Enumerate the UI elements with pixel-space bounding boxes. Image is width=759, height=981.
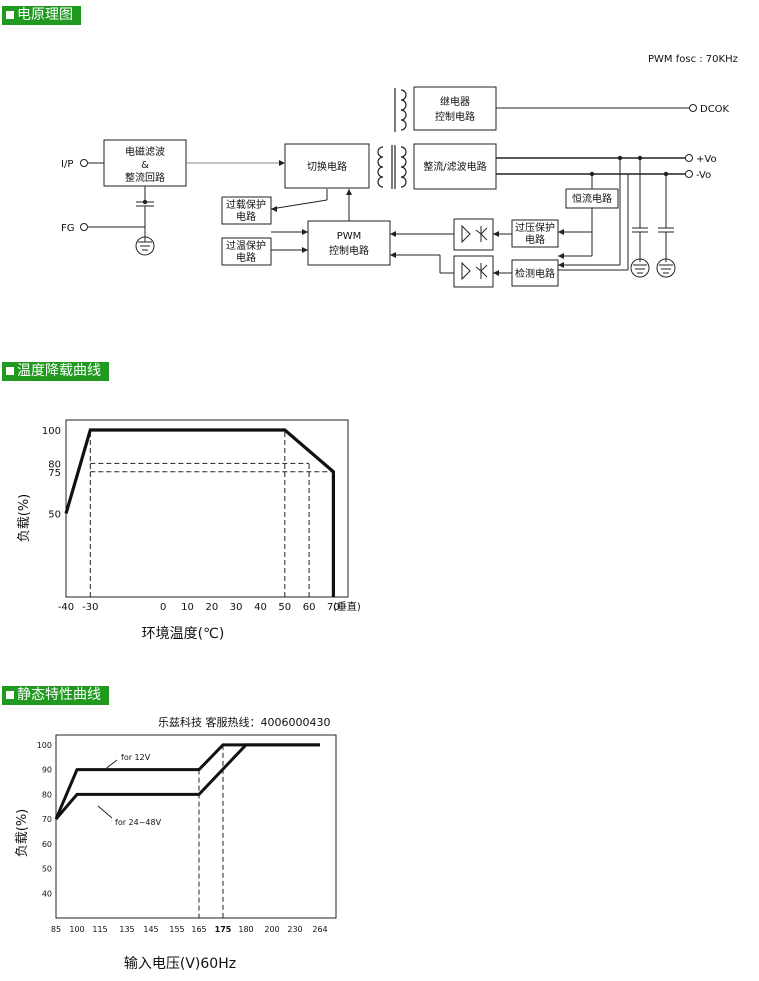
- otp-block: [221, 237, 272, 266]
- relay-label-2: 控制电路: [435, 110, 475, 123]
- olp-label-1: 过载保护: [226, 198, 266, 211]
- y-tick-label: 100: [37, 741, 52, 750]
- curve-24-48v: [54, 743, 320, 821]
- section-tag-static: 静态特性曲线: [2, 686, 109, 705]
- emi-label-3: 整流回路: [125, 171, 165, 184]
- bullet-square-icon: [6, 11, 14, 19]
- x-tick-label: 50: [278, 602, 291, 613]
- bullet-square-icon: [6, 367, 14, 375]
- x-tick-label: 165: [191, 925, 206, 934]
- section-title: 静态特性曲线: [17, 687, 101, 703]
- x-tick-label: 155: [169, 925, 184, 934]
- otp-label-2: 电路: [236, 251, 256, 264]
- x-tick-label: 135: [119, 925, 134, 934]
- rectfilter-block: [413, 143, 497, 190]
- port-vo-pos-label: +Vo: [696, 154, 717, 165]
- y-tick-label: 80: [48, 459, 61, 470]
- y-axis-label: 负载(%): [15, 809, 30, 858]
- y-tick-label: 50: [42, 865, 52, 874]
- series-label-24-48v: for 24~48V: [115, 818, 162, 827]
- y-tick-label: 70: [42, 815, 52, 824]
- y-axis-label: 负载(%): [17, 494, 32, 543]
- olp-label-2: 电路: [236, 210, 256, 223]
- emi-label-2: &: [141, 160, 149, 171]
- x-tick-label: 145: [143, 925, 158, 934]
- relay-label-1: 继电器: [440, 95, 470, 108]
- bullet-square-icon: [6, 691, 14, 699]
- y-tick-label: 80: [42, 790, 52, 799]
- x-tick-label: 175: [215, 925, 232, 934]
- plot-frame: [55, 734, 337, 919]
- series-label-12v: for 12V: [121, 753, 151, 762]
- x-axis-suffix: (垂直): [333, 600, 361, 613]
- pwm-fosc-label: PWM fosc : 70KHz: [648, 54, 738, 65]
- x-tick-label: -40: [58, 602, 74, 613]
- olp-block: [221, 196, 272, 225]
- derating-curve: [64, 428, 336, 597]
- x-tick-label: 70: [327, 602, 340, 613]
- x-tick-label: 30: [230, 602, 243, 613]
- y-tick-label: 90: [42, 766, 52, 775]
- annotation-arrow-icon: [97, 759, 118, 819]
- arrow-icon: [271, 160, 564, 276]
- emi-label-1: 电磁滤波: [125, 145, 165, 158]
- switching-block: [284, 143, 370, 189]
- section-title: 电原理图: [17, 7, 73, 23]
- y-tick-label: 50: [48, 510, 61, 521]
- x-tick-label: 85: [51, 925, 61, 934]
- x-tick-label: 40: [254, 602, 267, 613]
- y-tick-label: 60: [42, 840, 52, 849]
- x-axis-label: 环境温度(℃): [142, 626, 225, 642]
- ovp-label-1: 过压保护: [515, 221, 555, 234]
- port-vo-neg-label: -Vo: [696, 170, 711, 181]
- x-tick-label: 20: [205, 602, 218, 613]
- detect-label: 检测电路: [515, 267, 555, 280]
- section-title: 温度降载曲线: [17, 363, 101, 379]
- switching-label: 切换电路: [307, 160, 347, 173]
- terminal-icon: [80, 104, 697, 231]
- x-tick-label: 100: [69, 925, 84, 934]
- transformer-coil-icon: [377, 88, 407, 189]
- ground-icon: [135, 227, 676, 278]
- pwm-label-2: 控制电路: [329, 244, 369, 257]
- x-tick-label: 264: [312, 925, 327, 934]
- pwm-label-1: PWM: [337, 231, 362, 242]
- x-tick-label: 0: [160, 602, 166, 613]
- cc-label: 恒流电路: [572, 192, 612, 205]
- x-tick-label: 60: [303, 602, 316, 613]
- curve-12v: [54, 743, 320, 820]
- section-tag-derating: 温度降载曲线: [2, 362, 109, 381]
- x-tick-label: 230: [287, 925, 302, 934]
- section-tag-schematic: 电原理图: [2, 6, 81, 25]
- y-tick-label: 40: [42, 889, 52, 898]
- otp-label-1: 过温保护: [226, 239, 266, 252]
- x-axis-label: 输入电压(V)60Hz: [124, 956, 236, 972]
- x-tick-label: 180: [238, 925, 253, 934]
- y-tick-label: 100: [42, 426, 61, 437]
- watermark-text: 乐兹科技 客服热线：4006000430: [158, 716, 331, 729]
- port-ip-label: I/P: [61, 159, 73, 170]
- y-tick-label: 75: [48, 468, 61, 479]
- rectfilter-label: 整流/滤波电路: [423, 160, 486, 173]
- x-tick-label: 115: [92, 925, 107, 934]
- port-fg-label: FG: [61, 223, 75, 234]
- x-tick-label: -30: [82, 602, 98, 613]
- optocoupler-2: [453, 255, 494, 288]
- port-dcok-label: DCOK: [700, 104, 730, 115]
- x-tick-label: 10: [181, 602, 194, 613]
- ovp-label-2: 电路: [525, 233, 545, 246]
- x-tick-label: 200: [264, 925, 279, 934]
- optocoupler-glyph-icon: [461, 224, 488, 281]
